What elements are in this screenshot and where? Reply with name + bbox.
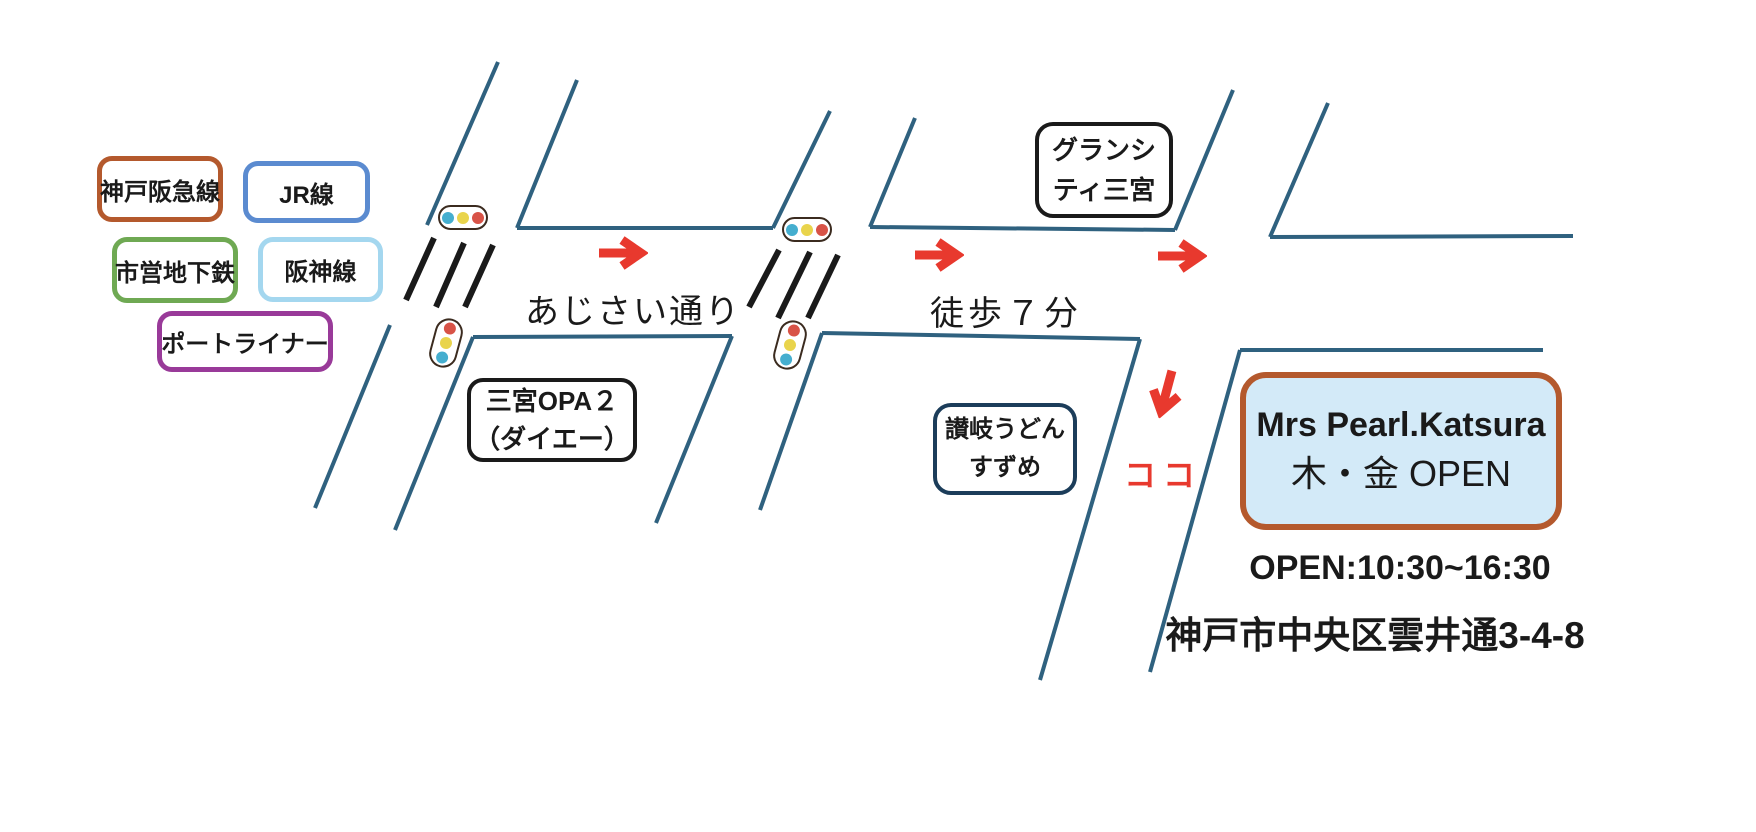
red-lamp (816, 223, 828, 236)
landmark-label-line2: （ダイエー） (474, 424, 630, 454)
legend-hanshin-line: 阪神線 (258, 237, 383, 302)
crosswalk-marks (403, 236, 841, 320)
yellow-lamp (782, 337, 798, 353)
cross-street-lines (313, 61, 1330, 681)
landmark-sanuki-udon-suzume: 讃岐うどん すずめ (933, 403, 1077, 495)
traffic-light-icon (782, 217, 832, 242)
blue-lamp (434, 350, 450, 365)
traffic-light-lamps (782, 217, 832, 242)
destination-box: Mrs Pearl.Katsura 木・金 OPEN (1240, 372, 1562, 530)
legend-label: 市営地下鉄 (115, 259, 235, 287)
red-lamp (442, 321, 458, 336)
blue-lamp (442, 211, 454, 224)
landmark-sannomiya-opa2: 三宮OPA２ （ダイエー） (467, 378, 637, 462)
main-street-lines (472, 225, 1574, 352)
traffic-light-icon (438, 205, 488, 230)
yellow-lamp (438, 335, 454, 351)
address: 神戸市中央区雲井通3-4-8 (1165, 615, 1585, 656)
red-lamp (786, 323, 802, 338)
legend-label: 神戸阪急線 (100, 178, 220, 206)
red-lamp (472, 211, 484, 224)
yellow-lamp (801, 223, 813, 236)
landmark-label-line1: 三宮OPA２ (485, 386, 619, 416)
yellow-lamp (457, 211, 469, 224)
open-days: 木・金 OPEN (1290, 453, 1512, 494)
legend-municipal-subway: 市営地下鉄 (112, 237, 238, 303)
legend-port-liner: ポートライナー (157, 311, 333, 372)
legend-label: ポートライナー (161, 331, 329, 358)
open-hours: OPEN:10:30~16:30 (1249, 549, 1551, 587)
legend-label: JR線 (279, 181, 334, 209)
legend-label: 阪神線 (284, 259, 357, 286)
right-arrow-icon (596, 236, 648, 270)
blue-lamp (778, 352, 794, 367)
traffic-light-lamps (438, 205, 488, 230)
legend-jr-line: JR線 (243, 161, 370, 223)
landmark-label-line1: グランシ (1051, 135, 1156, 165)
landmark-gran-city-sannomiya: グランシ ティ三宮 (1035, 122, 1173, 218)
landmark-label-line2: ティ三宮 (1052, 175, 1156, 205)
street-name-label: あじさい通り (525, 293, 741, 331)
blue-lamp (786, 223, 798, 236)
landmark-label-line1: 讃岐うどん (945, 416, 1065, 443)
right-arrow-icon (912, 238, 964, 272)
landmark-label-line2: すずめ (969, 454, 1041, 481)
walk-time-label: 徒歩７分 (930, 295, 1082, 333)
shop-name: Mrs Pearl.Katsura (1256, 406, 1546, 444)
right-arrow-icon (1155, 239, 1207, 273)
here-marker-label: ココ (1124, 457, 1203, 493)
down-arrow-icon (1143, 363, 1189, 422)
legend-kobe-hankyu-line: 神戸阪急線 (97, 156, 223, 222)
